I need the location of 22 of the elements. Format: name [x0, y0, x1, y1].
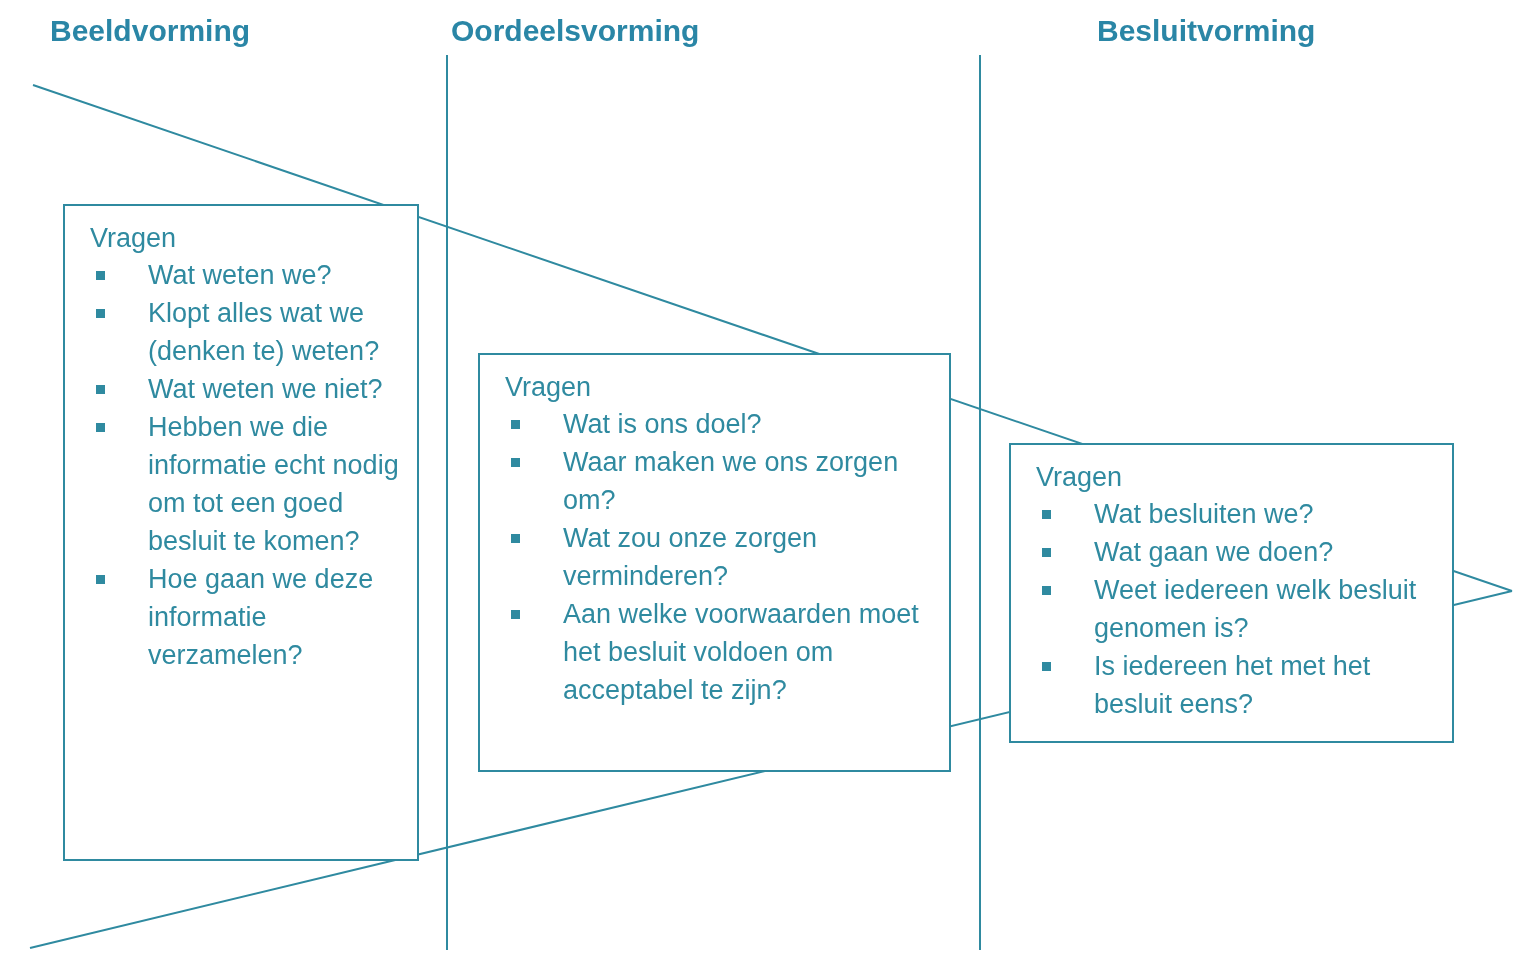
question-item: Waar maken we ons zorgen om?: [505, 443, 939, 519]
question-item: Wat zou onze zorgen verminderen?: [505, 519, 939, 595]
question-box: [1009, 443, 1454, 743]
question-item: Wat gaan we doen?: [1036, 533, 1442, 571]
question-item: Wat is ons doel?: [505, 405, 939, 443]
question-item: Wat weten we niet?: [90, 370, 407, 408]
column-heading: Beeldvorming: [50, 14, 251, 48]
question-box: [63, 204, 419, 861]
question-item: Wat besluiten we?: [1036, 495, 1442, 533]
box-heading: Vragen: [505, 371, 593, 404]
question-item: Hebben we die informatie echt nodig om tot een goed besluit te komen?: [90, 408, 407, 560]
question-item: Aan welke voorwaarden moet het besluit voldoen om acceptabel te zijn?: [505, 595, 939, 709]
question-item: Weet iedereen welk besluit genomen is?: [1036, 571, 1442, 647]
question-item: Hoe gaan we deze informatie verzamelen?: [90, 560, 407, 674]
column-heading: Oordeelsvorming: [451, 14, 700, 48]
box-heading: Vragen: [1036, 461, 1124, 494]
question-item: Wat weten we?: [90, 256, 407, 294]
column-heading: Besluitvorming: [1097, 14, 1316, 48]
box-heading: Vragen: [90, 222, 178, 255]
question-box: [478, 353, 951, 772]
question-item: Is iedereen het met het besluit eens?: [1036, 647, 1442, 723]
question-item: Klopt alles wat we (denken te) weten?: [90, 294, 407, 370]
